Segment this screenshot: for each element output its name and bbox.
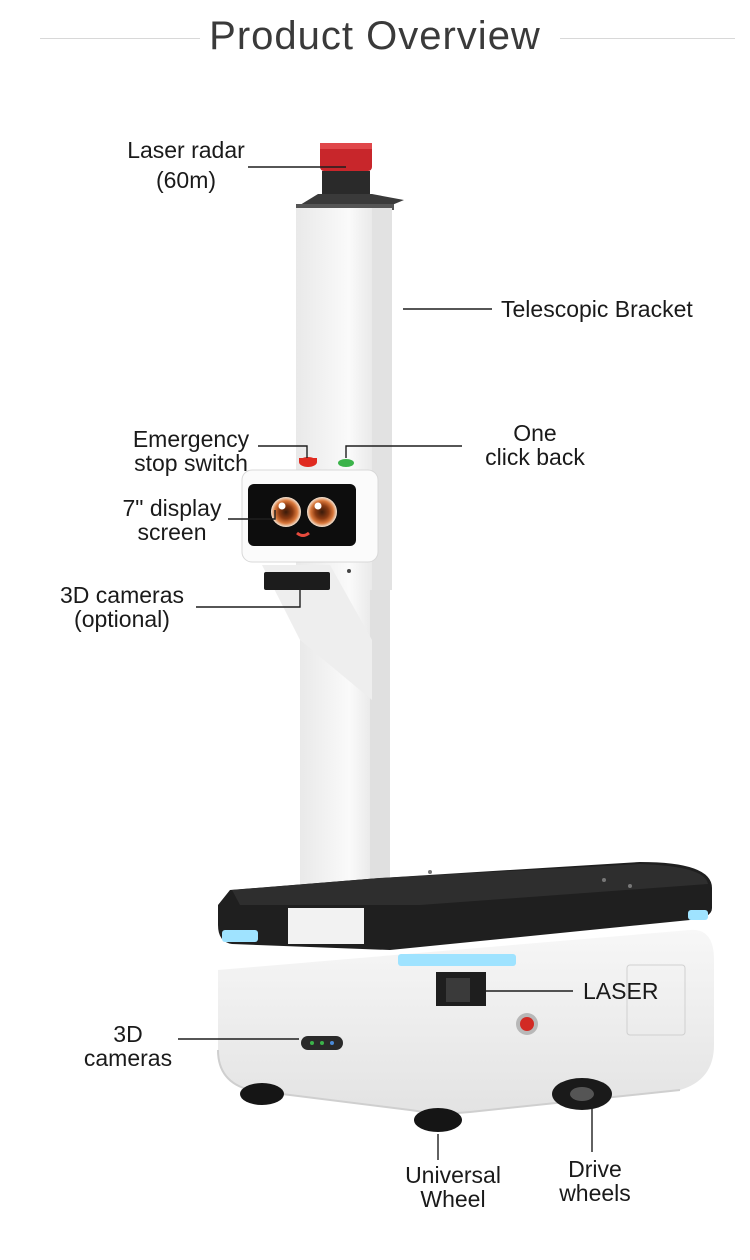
label-3d-cameras-line2: cameras [83,1045,173,1071]
label-display-screen-line1: 7" display [122,495,222,521]
label-emergency-stop: Emergency stop switch [118,427,264,475]
callout-line-one-click [345,445,462,458]
label-one-click-back-line1: One [513,420,557,446]
display-head [241,469,379,700]
title-rule-right [560,38,735,39]
label-display-screen-line2: screen [137,519,207,545]
emergency-stop-button [299,457,317,467]
label-one-click-back-line2: click back [485,444,585,470]
label-laser-line1: LASER [583,978,659,1004]
label-drive-wheels-line2: wheels [559,1180,631,1206]
label-laser-radar-line2: (60m) [155,167,217,193]
label-laser-radar: Laser radar (60m) [118,138,254,192]
top-deck [218,862,712,966]
title-rule-left [40,38,200,39]
universal-wheel-part [240,1083,462,1132]
label-universal-wheel-line1: Universal [405,1162,501,1188]
telescopic-bracket-part [296,208,392,920]
label-telescopic-bracket: Telescopic Bracket [501,297,693,321]
label-emergency-stop-line2: stop switch [134,450,248,476]
label-cameras-optional-line1: 3D cameras [60,582,184,608]
label-universal-wheel: Universal Wheel [390,1163,516,1211]
label-telescopic-bracket-line1: Telescopic Bracket [501,296,693,322]
callout-line-cameras-optional [196,588,301,608]
chassis-base [217,929,714,1115]
laser-radar-part [296,143,404,210]
label-3d-cameras: 3D cameras [72,1022,184,1070]
label-cameras-optional: 3D cameras (optional) [50,583,194,631]
page-title: Product Overview [209,14,541,58]
label-laser: LASER [583,979,658,1003]
callout-line-emergency [258,445,308,458]
callout-lines [178,166,593,1160]
label-laser-radar-line1: Laser radar [127,137,245,163]
callout-line-display [228,510,276,520]
label-universal-wheel-line2: Wheel [420,1186,486,1212]
label-display-screen: 7" display screen [112,496,232,544]
label-3d-cameras-line1: 3D [113,1021,143,1047]
label-drive-wheels: Drive wheels [545,1157,645,1205]
label-emergency-stop-line1: Emergency [132,426,250,452]
label-cameras-optional-line2: (optional) [74,606,170,632]
label-one-click-back: One click back [470,421,600,469]
one-click-back-button [338,459,354,467]
drive-wheel-part [552,1078,612,1110]
label-drive-wheels-line1: Drive [568,1156,622,1182]
